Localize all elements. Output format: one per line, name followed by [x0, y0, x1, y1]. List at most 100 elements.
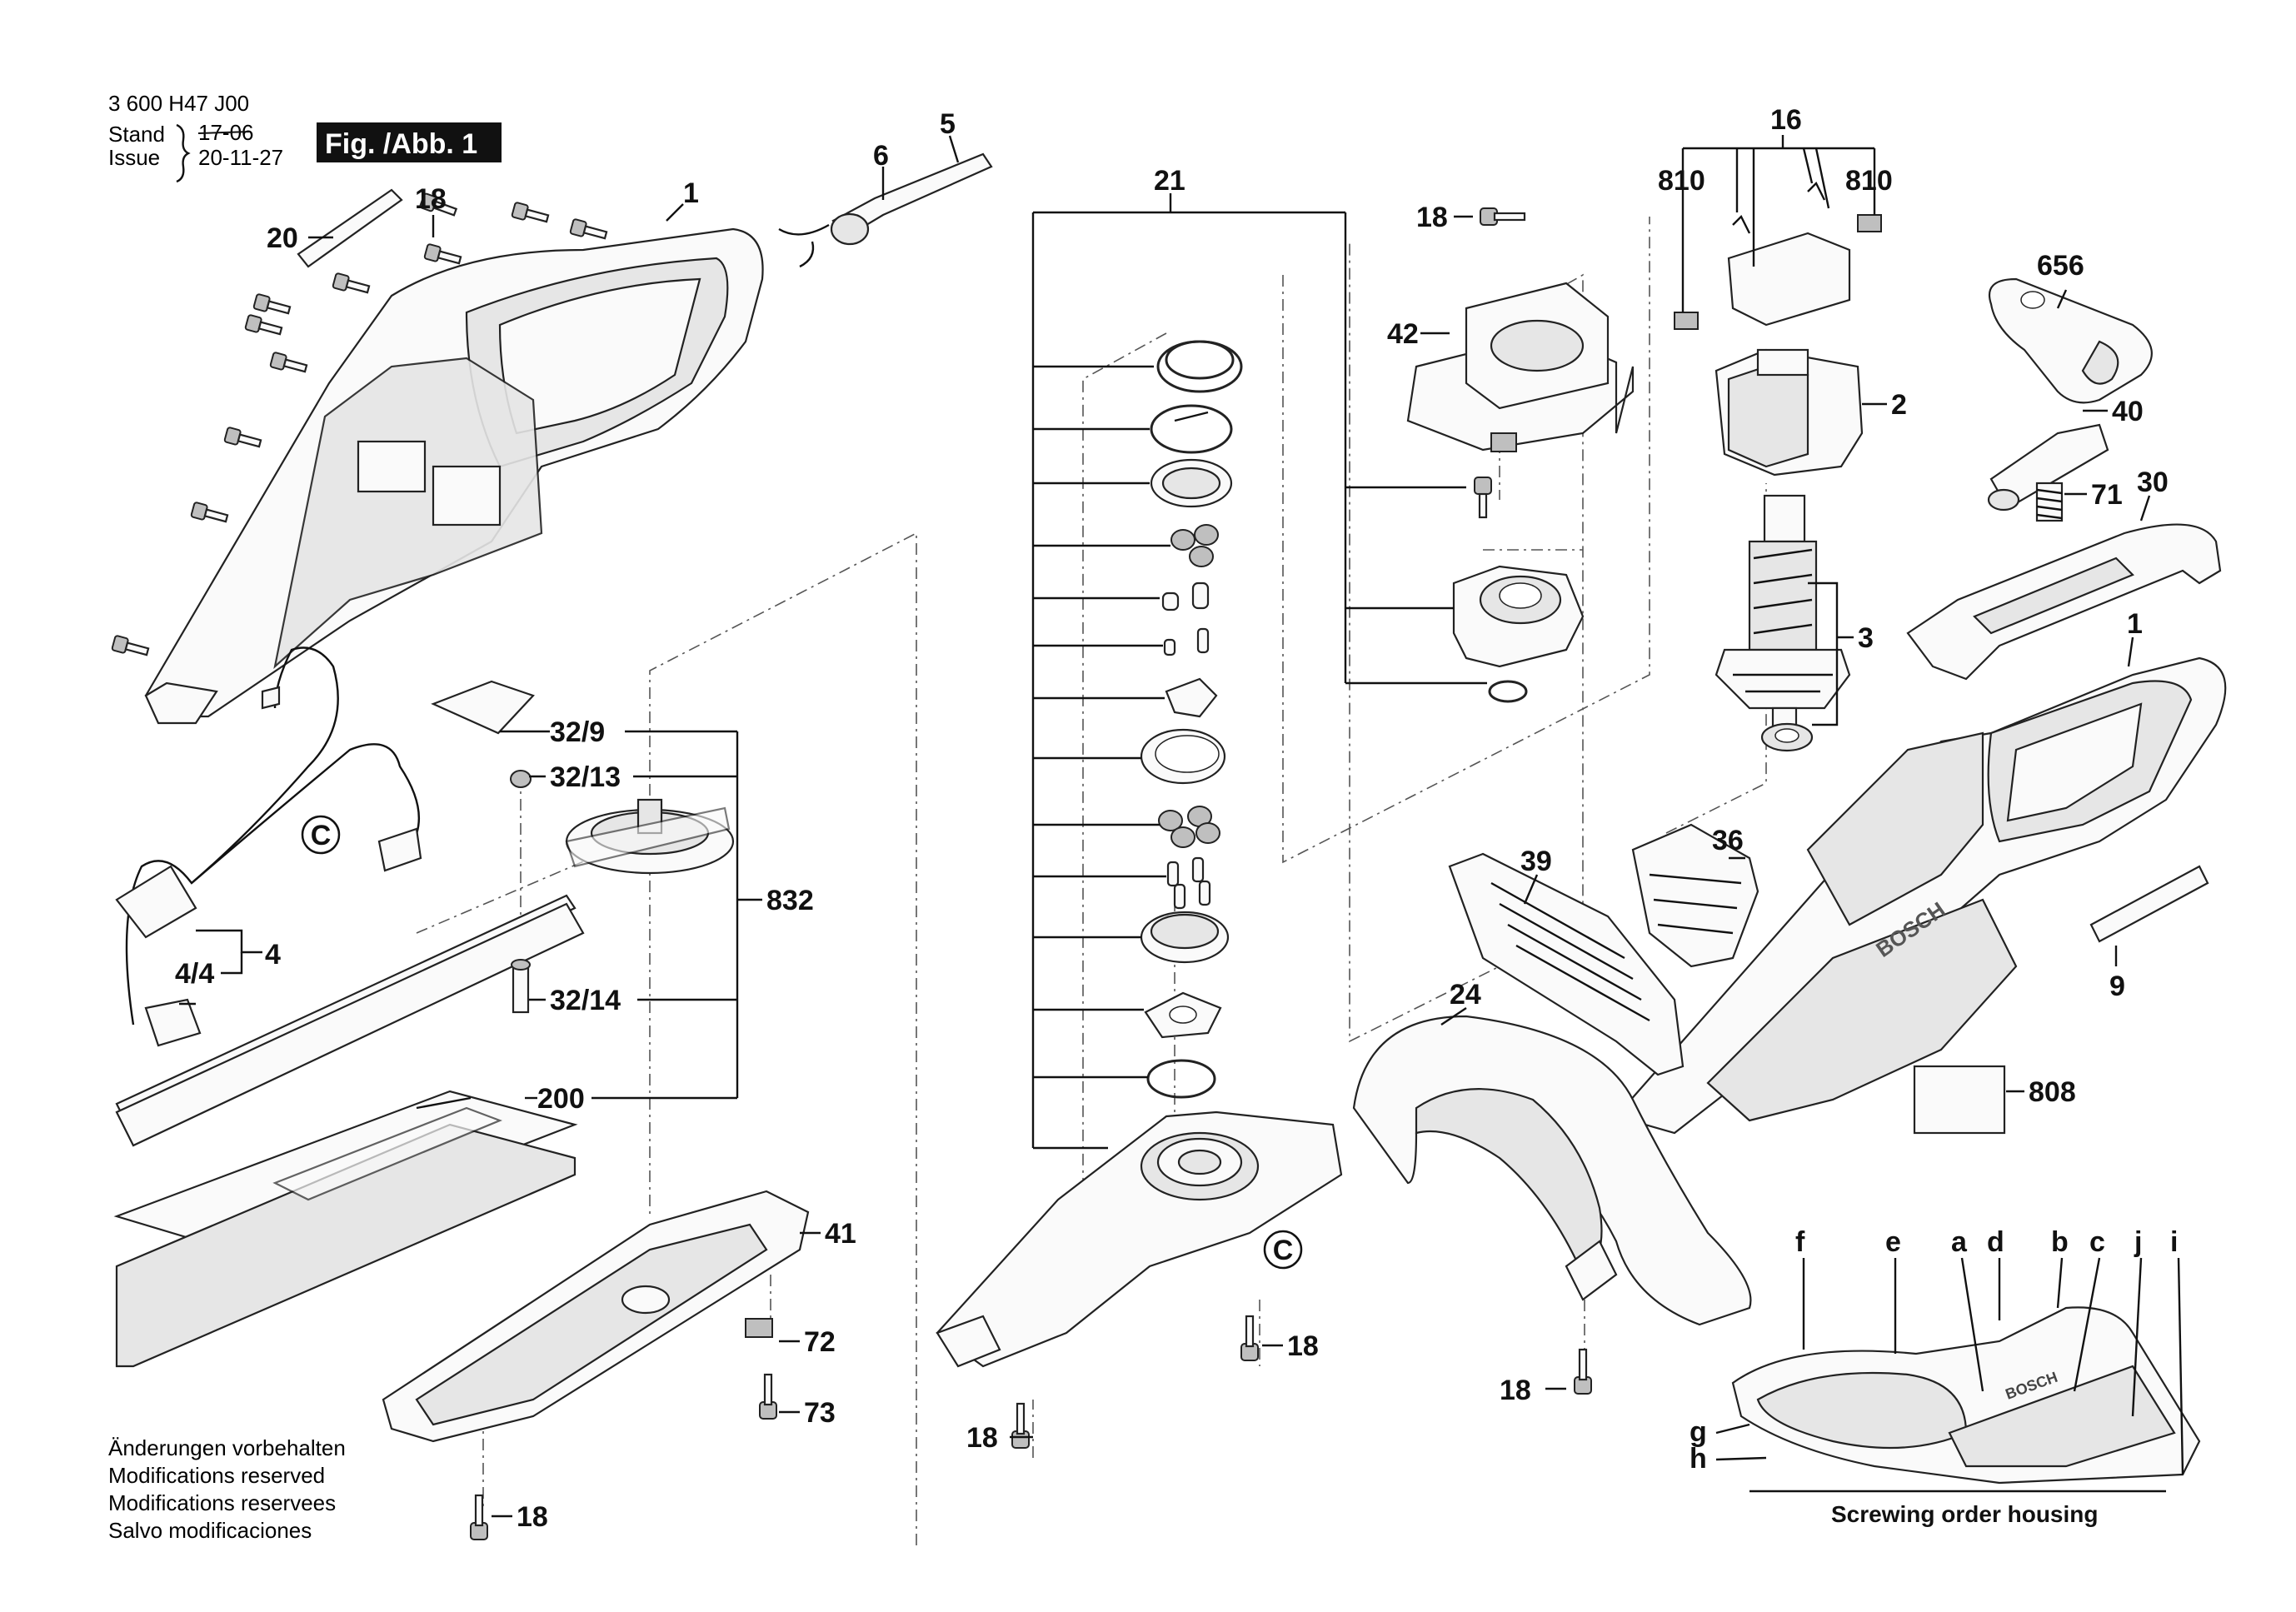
disclaimer-line-fr: Modifications reservees — [108, 1490, 336, 1515]
label-part-41: 41 — [825, 1218, 856, 1250]
order-letter-b: b — [2051, 1226, 2069, 1258]
order-letter-i: i — [2170, 1226, 2178, 1258]
blade-teeth — [115, 902, 585, 1147]
marker-c-left — [301, 815, 341, 855]
label-part-3: 3 — [1858, 622, 1874, 654]
order-letter-f: f — [1795, 1226, 1805, 1258]
screw-fan-cover — [1480, 207, 1526, 226]
label-part-42: 42 — [1387, 318, 1419, 350]
connector-small — [144, 998, 202, 1047]
label-part-32-9: 32/9 — [550, 716, 605, 748]
bottom-cover — [382, 1190, 810, 1443]
housing-half-left — [144, 227, 764, 725]
label-part-16: 16 — [1770, 104, 1802, 136]
label-808 — [1913, 1065, 2006, 1135]
disclaimer: Änderungen vorbehalten Modifications res… — [108, 1435, 346, 1543]
power-cable — [778, 152, 993, 268]
label-plate-9 — [2089, 865, 2209, 943]
screw-gear-housing — [1240, 1315, 1259, 1361]
armature — [1715, 494, 1851, 752]
label-part-5: 5 — [940, 108, 956, 140]
part-40 — [1987, 423, 2109, 512]
part-656 — [1989, 277, 2153, 404]
brush-holder — [1674, 181, 1882, 330]
label-part-6: 6 — [873, 140, 889, 172]
label-part-810-left: 810 — [1658, 165, 1705, 197]
order-letter-h: h — [1690, 1443, 1707, 1475]
label-part-32-13: 32/13 — [550, 761, 621, 793]
label-part-4-4: 4/4 — [175, 958, 214, 990]
issue-date: 20-11-27 — [198, 145, 283, 170]
leader-lines — [179, 135, 2184, 1518]
disclaimer-line-es: Salvo modificaciones — [108, 1518, 312, 1543]
label-part-1-left: 1 — [683, 177, 699, 209]
label-part-832: 832 — [766, 885, 814, 916]
label-part-21: 21 — [1154, 165, 1185, 197]
label-part-810-right: 810 — [1845, 165, 1893, 197]
order-letter-d: d — [1987, 1226, 2004, 1258]
order-letter-e: e — [1885, 1226, 1901, 1258]
doc-header: 3 600 H47 J00 Stand Issue 17-06 20-11-27… — [108, 91, 502, 183]
screw-handle — [1574, 1348, 1592, 1395]
spring-71 — [2035, 482, 2064, 522]
label-part-9: 9 — [2109, 971, 2125, 1002]
screws-group-left — [111, 192, 608, 656]
label-part-71: 71 — [2091, 479, 2123, 511]
order-letter-g: g — [1690, 1416, 1707, 1448]
figure-label-box — [317, 122, 502, 162]
screwing-order-letters: f e a d b c j i g h Screwing order housi… — [1690, 1226, 2178, 1527]
wiring-harness — [115, 646, 422, 1047]
part-labels: 1 5 6 18 20 4 4/4 32/9 32/13 832 32/14 2… — [175, 104, 2169, 1533]
label-part-30: 30 — [2137, 467, 2169, 498]
part-72 — [745, 1318, 773, 1338]
blade-fasteners — [431, 680, 535, 1014]
label-part-39: 39 — [1520, 846, 1552, 877]
label-part-18-handle: 18 — [1500, 1375, 1531, 1406]
screw-bottom-left — [470, 1494, 488, 1540]
strike-line — [197, 131, 251, 134]
construction-lines — [416, 217, 1767, 1545]
doc-number: 3 600 H47 J00 — [108, 91, 249, 116]
stand-label: Stand — [108, 122, 165, 147]
label-plate — [297, 188, 403, 268]
label-part-656: 656 — [2037, 250, 2084, 282]
brace — [176, 123, 191, 183]
marker-c-mid — [1263, 1230, 1303, 1270]
label-part-36: 36 — [1712, 825, 1744, 856]
label-part-18-fan: 18 — [1416, 202, 1448, 233]
brush-right — [1857, 214, 1882, 232]
label-part-200: 200 — [537, 1083, 585, 1115]
field-coil — [1715, 348, 1864, 477]
order-letter-j: j — [2134, 1226, 2142, 1258]
label-part-20: 20 — [267, 222, 298, 254]
label-part-18-lower: 18 — [966, 1422, 998, 1454]
label-part-1-right: 1 — [2127, 608, 2143, 640]
front-handle-24 — [1352, 1015, 1752, 1326]
gear-stack — [1140, 340, 1243, 1099]
order-letter-a: a — [1951, 1226, 1968, 1258]
blade-assembly — [113, 798, 735, 1368]
label-part-32-14: 32/14 — [550, 985, 621, 1016]
fan-cover — [1406, 282, 1635, 452]
disclaimer-line-de: Änderungen vorbehalten — [108, 1435, 346, 1460]
label-part-73: 73 — [804, 1397, 836, 1429]
label-part-18-top: 18 — [415, 183, 447, 215]
label-part-18-mid: 18 — [1287, 1330, 1319, 1362]
screwing-order-title: Screwing order housing — [1831, 1501, 2098, 1527]
switch-block — [115, 865, 197, 939]
label-part-808: 808 — [2029, 1076, 2076, 1108]
label-part-2: 2 — [1891, 389, 1907, 421]
part-36 — [1631, 823, 1759, 968]
grille-39 — [1448, 852, 1685, 1076]
connector-plug — [377, 827, 422, 872]
screw-gear-housing-2 — [1011, 1402, 1030, 1449]
gear-housing-lower — [936, 1110, 1343, 1368]
order-letter-c: c — [2089, 1226, 2105, 1258]
label-part-72: 72 — [804, 1326, 836, 1358]
marker-c-mid-label: C — [1273, 1235, 1294, 1266]
bearing-housing — [1452, 565, 1585, 703]
screw-bearing-housing — [1474, 477, 1492, 519]
figure-label: Fig. /Abb. 1 — [325, 128, 477, 160]
